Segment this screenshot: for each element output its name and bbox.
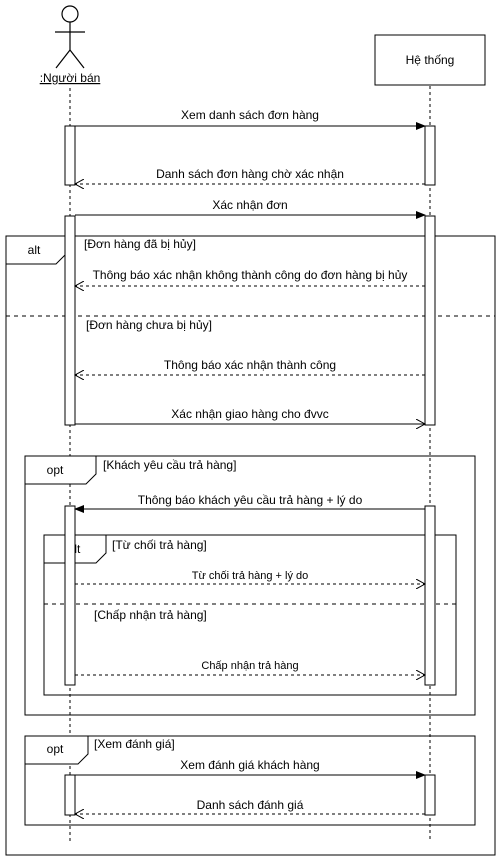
system-activation-3 bbox=[424, 505, 436, 686]
actor-activation-1 bbox=[64, 125, 76, 186]
system-activation-2 bbox=[424, 215, 436, 426]
alt-frame-2: alt [Từ chối trả hàng] [Chấp nhận trả hà… bbox=[43, 534, 457, 696]
message-8-label: Từ chối trả hàng + lý do bbox=[192, 570, 309, 582]
message-10: Xem đánh giá khách hàng bbox=[75, 758, 426, 779]
system-participant-name: Hệ thống bbox=[406, 53, 455, 67]
message-7-label: Thông báo khách yêu cầu trả hàng + lý do bbox=[138, 493, 363, 507]
actor-name: :Người bán bbox=[40, 71, 101, 85]
alt-frame-1-guard-1: [Đơn hàng đã bị hủy] bbox=[84, 237, 196, 251]
message-1: Xem danh sách đơn hàng bbox=[75, 108, 426, 130]
message-6-label: Xác nhận giao hàng cho đvvc bbox=[171, 407, 328, 421]
alt-frame-2-guard-2: [Chấp nhận trả hàng] bbox=[94, 608, 207, 622]
opt-frame-2-guard: [Xem đánh giá] bbox=[94, 737, 175, 751]
message-1-label: Xem danh sách đơn hàng bbox=[181, 108, 319, 122]
system-participant-box bbox=[374, 34, 486, 86]
opt-frame-1-guard: [Khách yêu cầu trả hàng] bbox=[103, 458, 236, 472]
message-11: Danh sách đánh giá bbox=[75, 798, 425, 814]
message-4: Thông báo xác nhận không thành công do đ… bbox=[75, 268, 425, 286]
actor-figure-icon bbox=[55, 5, 85, 69]
message-9-label: Chấp nhận trả hàng bbox=[201, 660, 298, 672]
message-11-label: Danh sách đánh giá bbox=[197, 798, 304, 812]
message-9: Chấp nhận trả hàng bbox=[75, 660, 425, 675]
message-5-label: Thông báo xác nhận thành công bbox=[164, 358, 336, 372]
message-6: Xác nhận giao hàng cho đvvc bbox=[75, 407, 425, 424]
actor-activation-2 bbox=[64, 215, 76, 426]
message-8: Từ chối trả hàng + lý do bbox=[75, 570, 425, 584]
message-3-label: Xác nhận đơn bbox=[212, 198, 287, 212]
opt-frame-2-tag: opt bbox=[47, 742, 64, 756]
alt-frame-2-guard-1: [Từ chối trả hàng] bbox=[112, 538, 207, 552]
alt-frame-1-tag: alt bbox=[28, 243, 41, 257]
message-5: Thông báo xác nhận thành công bbox=[75, 358, 425, 375]
alt-frame-1-guard-2: [Đơn hàng chưa bị hủy] bbox=[86, 318, 212, 332]
alt-frame-1: alt [Đơn hàng đã bị hủy] [Đơn hàng chưa … bbox=[5, 235, 496, 856]
message-4-label: Thông báo xác nhận không thành công do đ… bbox=[93, 268, 408, 282]
opt-frame-1: opt [Khách yêu cầu trả hàng] bbox=[24, 455, 476, 716]
message-3: Xác nhận đơn bbox=[75, 198, 426, 219]
actor-activation-3 bbox=[64, 505, 76, 686]
system-activation-1 bbox=[424, 125, 436, 186]
message-7: Thông báo khách yêu cầu trả hàng + lý do bbox=[74, 493, 425, 513]
message-10-label: Xem đánh giá khách hàng bbox=[180, 758, 319, 772]
system-activation-4 bbox=[424, 774, 436, 816]
actor-activation-4 bbox=[64, 774, 76, 816]
opt-frame-1-tag: opt bbox=[47, 463, 64, 477]
message-2-label: Danh sách đơn hàng chờ xác nhận bbox=[156, 167, 344, 181]
opt-frame-2: opt [Xem đánh giá] bbox=[24, 735, 476, 826]
message-2: Danh sách đơn hàng chờ xác nhận bbox=[75, 167, 425, 184]
